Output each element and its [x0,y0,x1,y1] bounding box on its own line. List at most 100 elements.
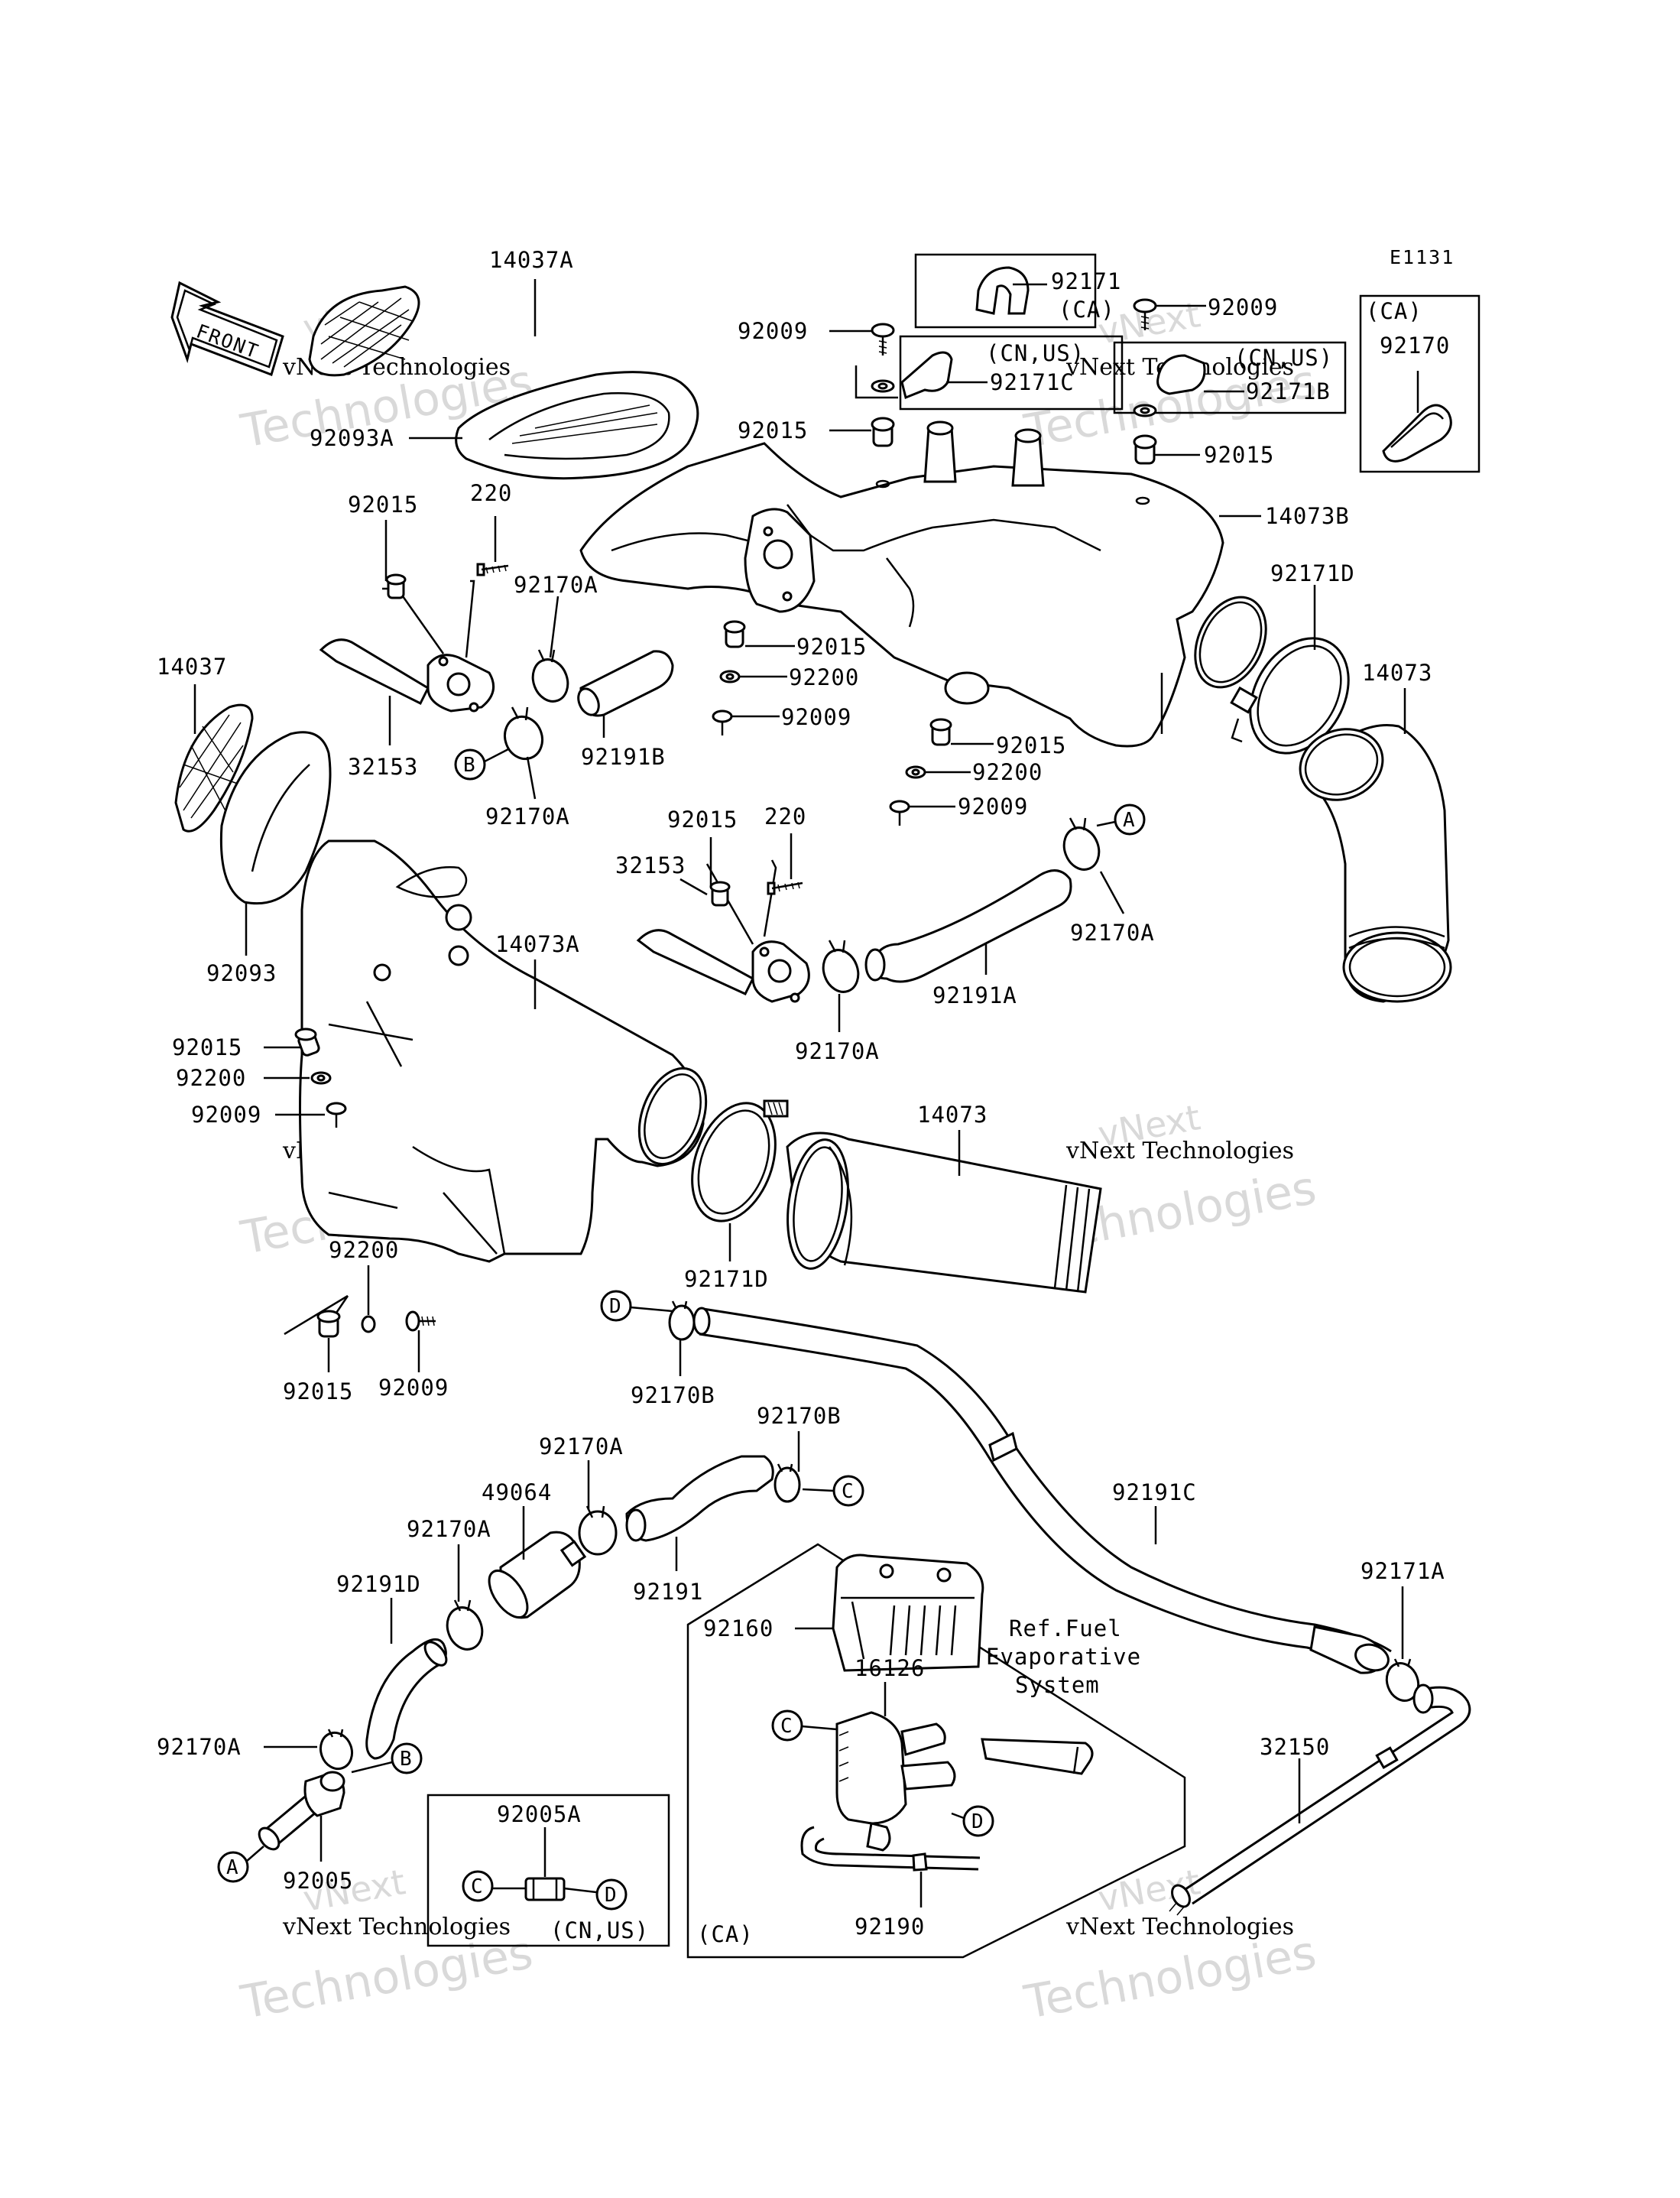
tube-32150 [1169,1683,1471,1916]
part-label-14073: 14073 [1362,660,1432,686]
part-label-220: 220 [764,804,806,830]
clamp-92170A-bottom [319,1729,354,1771]
part-label-14073: 14073 [917,1102,988,1128]
part-label-92170-ca: (CA) [1366,298,1422,324]
fastener-group-left [264,1028,347,1128]
svg-text:C: C [780,1715,793,1738]
part-label-92093: 92093 [206,960,277,986]
part-label-92009: 92009 [191,1102,261,1128]
grommet-92015-right [1133,434,1200,505]
clamp-92170A-lower-right [578,1505,618,1556]
bolt-92009-top [829,323,895,356]
part-label-92170A: 92170A [485,804,570,830]
clamp-92170A-upper [503,649,569,761]
callout-D: D [600,1290,673,1322]
clamp-92170B-right [774,1463,801,1503]
valve-49064 [488,1531,587,1619]
fastener-group-bottom-left [284,1265,436,1372]
hose-92191A [864,869,1072,983]
part-label-14037A: 14037A [489,247,574,273]
part-label-32153: 32153 [348,754,418,780]
bracket-32153-upper [319,580,495,713]
part-label-92191C: 92191C [1112,1479,1197,1505]
clamp-92171D-lower [691,1099,789,1222]
callout-A: A [1096,804,1146,836]
fastener-group-mid-2 [889,718,994,826]
part-label-92191D: 92191D [336,1571,421,1597]
part-label-220: 220 [470,480,512,506]
washer-top-right [1133,404,1157,417]
part-label-14073A: 14073A [495,931,580,957]
air-inlet-duct-92093A [455,371,699,480]
part-label-92170A: 92170A [795,1038,880,1064]
clamp-92170B-left [668,1300,696,1341]
part-label-92170A: 92170A [514,572,598,598]
fitting-92005 [258,1771,345,1851]
svg-text:C: C [471,1875,483,1898]
svg-text:C: C [842,1480,854,1503]
watermark-text: vNext Technologies [1065,1914,1294,1940]
part-label-92191B: 92191B [581,744,666,770]
watermark-text: vNext Technologies [282,1914,511,1940]
bolt-220-mid [767,881,803,895]
part-label-92191A: 92191A [932,982,1017,1008]
part-label-92005A: 92005A [497,1801,582,1827]
hose-92191 [625,1455,774,1542]
part-label-92200: 92200 [329,1237,399,1263]
part-label-92171: 92171 [1051,268,1121,294]
callout-D: D [951,1805,994,1837]
part-label-92160: 92160 [703,1615,774,1641]
part-label-92200: 92200 [176,1065,246,1091]
part-label-32153: 32153 [615,852,686,878]
hose-92191D [365,1638,448,1760]
part-label-92170A: 92170A [407,1516,491,1542]
washer-top-center [871,379,895,393]
watermark-text: vNext Technologies [1065,1138,1294,1164]
part-label-92170: 92170 [1380,333,1450,359]
part-label-92171B-market: (CN,US) [1234,345,1333,371]
callout-C: C [802,1475,864,1507]
air-box-14073B [579,420,1267,748]
bracket-92160 [832,1554,984,1672]
svg-text:D: D [609,1295,621,1318]
part-label-92190: 92190 [855,1914,925,1940]
svg-text:B: B [463,754,475,777]
ref-text-line2: Evaporative [986,1644,1141,1670]
part-label-92170B: 92170B [631,1382,715,1408]
part-label-92170A: 92170A [539,1433,624,1459]
part-label-92009: 92009 [738,318,808,344]
callout-D: D [595,1878,628,1911]
ref-text-line1: Ref.Fuel [1009,1615,1122,1641]
part-label-49064: 49064 [482,1479,552,1505]
hose-92191B [577,650,674,717]
valve-16126 [835,1682,956,1852]
part-label-32150: 32150 [1260,1734,1330,1760]
air-box-14073A [299,839,708,1263]
part-label-92171A: 92171A [1361,1558,1445,1584]
part-label-92093A: 92093A [310,425,394,451]
air-inlet-cover-14037 [174,703,254,833]
part-label-92015: 92015 [283,1378,353,1404]
bracket-32153-lower [636,859,810,1003]
clip-92171-box [914,253,1097,329]
part-label-92005A-market: (CN,US) [550,1917,649,1943]
fastener-group-mid-1 [712,620,795,735]
grommet-92015-mid [709,881,731,907]
part-label-92009: 92009 [378,1375,449,1401]
box-label-ca: (CA) [697,1921,754,1947]
watermark-technologies: Technologies [236,1926,537,2030]
bolt-220-upper [476,563,509,576]
bolt-92009-right [1133,298,1206,330]
part-label-92015: 92015 [1204,442,1274,468]
hose-92190 [800,1826,981,1872]
callout-C: C [462,1870,494,1902]
air-inlet-duct-92093 [219,731,332,905]
part-label-92170B: 92170B [757,1403,842,1429]
clamp-92170A-right [1062,817,1101,871]
evap-canister-box [686,1543,1186,1959]
part-label-92015: 92015 [796,634,867,660]
diagram-code: E1131 [1390,246,1455,268]
part-label-16126: 16126 [855,1655,925,1681]
watermark-technologies: Technologies [1020,1926,1320,2030]
